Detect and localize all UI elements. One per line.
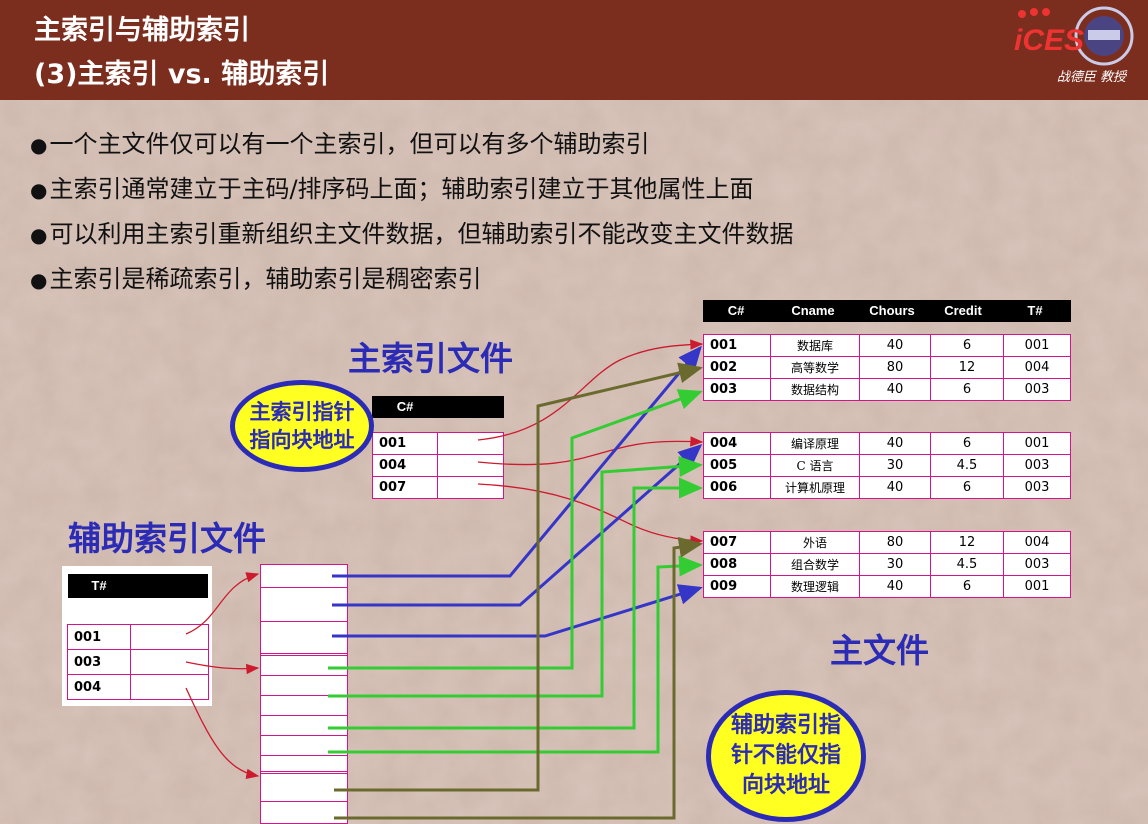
bullet-item: ●主索引通常建立于主码/排序码上面；辅助索引建立于其他属性上面 — [30, 175, 754, 203]
main-file-label: 主文件 — [830, 631, 929, 670]
bullet-item: ●主索引是稀疏索引，辅助索引是稠密索引 — [30, 265, 482, 293]
secondary-pointer-buckets — [260, 564, 348, 824]
bullet-item: ●可以利用主索引重新组织主文件数据，但辅助索引不能改变主文件数据 — [30, 220, 794, 248]
bullet-item: ●一个主文件仅可以有一个主索引，但可以有多个辅助索引 — [30, 130, 650, 158]
secondary-index-header: T# — [68, 574, 208, 598]
logo-text: iCES — [1014, 24, 1084, 57]
author-label: 战德臣 教授 — [1056, 70, 1126, 85]
table-row: 001 — [372, 432, 504, 455]
bullet-list: ●一个主文件仅可以有一个主索引，但可以有多个辅助索引 ●主索引通常建立于主码/排… — [30, 122, 793, 302]
primary-index-header: C# — [372, 396, 504, 418]
primary-pointer-note: 主索引指针指向块地址 — [230, 380, 374, 472]
table-row: 003 — [67, 649, 209, 675]
table-row: 004 — [372, 454, 504, 477]
table-row: 004 — [67, 674, 209, 700]
secondary-index-file-label: 辅助索引文件 — [68, 519, 266, 558]
ices-logo: iCES — [1014, 6, 1134, 66]
primary-index-file-label: 主索引文件 — [348, 339, 513, 378]
title-line-2: (3)主索引 vs. 辅助索引 — [34, 59, 330, 90]
secondary-pointer-note: 辅助索引指针不能仅指向块地址 — [706, 690, 866, 822]
table-row: 007 — [372, 476, 504, 499]
title-line-1: 主索引与辅助索引 — [34, 15, 250, 46]
secondary-index-table: 001 003 004 — [67, 624, 209, 700]
title-bar: 主索引与辅助索引 (3)主索引 vs. 辅助索引 iCES 战德臣 教授 — [0, 0, 1148, 100]
primary-index-table: 001 004 007 — [372, 432, 504, 499]
main-file-header: C# Cname Chours Credit T# — [703, 300, 1071, 322]
table-row: 001 — [67, 624, 209, 650]
